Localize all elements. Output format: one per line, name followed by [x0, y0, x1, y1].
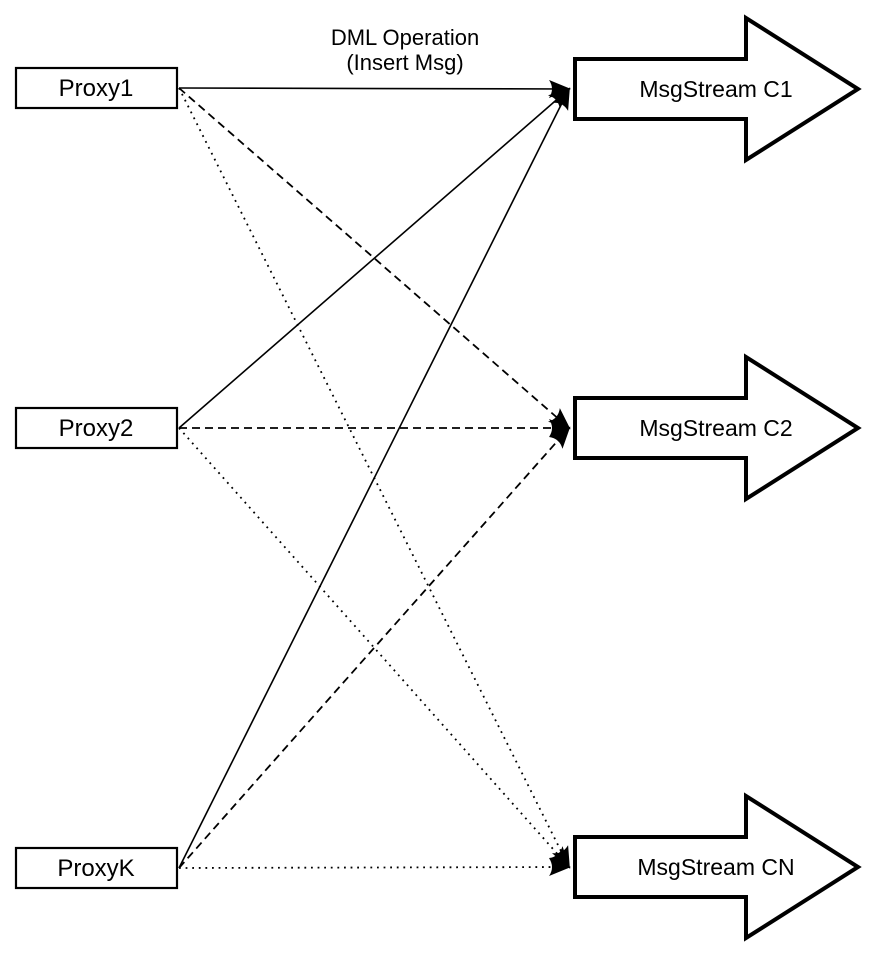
dml-operation-label-line1: DML Operation — [331, 25, 479, 50]
msgstream-arrows: MsgStream C1 MsgStream C2 MsgStream CN — [573, 14, 862, 942]
msgstream-c1-arrow — [573, 14, 862, 164]
proxyk-label: ProxyK — [57, 855, 134, 882]
proxy2-label: Proxy2 — [59, 415, 134, 442]
proxy1-box — [14, 66, 179, 110]
edge-proxyk-to-msgstream-c2 — [178, 426, 571, 869]
msgstream-cn-label: MsgStream CN — [637, 854, 794, 880]
edge-proxy1-to-msgstream-c1 — [178, 79, 571, 98]
proxy1-label: Proxy1 — [59, 75, 134, 102]
edges — [178, 79, 571, 877]
edge-proxyk-to-msgstream-cn — [178, 858, 571, 877]
msgstream-c2-label: MsgStream C2 — [639, 415, 792, 441]
dml-operation-label-line2: (Insert Msg) — [346, 50, 463, 75]
proxy-boxes: Proxy1 Proxy2 ProxyK — [14, 66, 179, 890]
msgstream-cn-arrow — [573, 792, 862, 942]
edge-proxy1-to-msgstream-c2 — [178, 87, 571, 430]
proxy2-box — [14, 406, 179, 450]
edge-proxy2-to-msgstream-cn — [178, 427, 571, 869]
edge-proxy2-to-msgstream-c1 — [178, 87, 571, 429]
edge-proxyk-to-msgstream-c1 — [178, 87, 570, 869]
dml-operation-label: DML Operation (Insert Msg) — [331, 25, 479, 75]
msgstream-c1-label: MsgStream C1 — [639, 76, 792, 102]
msgstream-c2-arrow — [573, 353, 862, 503]
proxyk-box — [14, 846, 179, 890]
